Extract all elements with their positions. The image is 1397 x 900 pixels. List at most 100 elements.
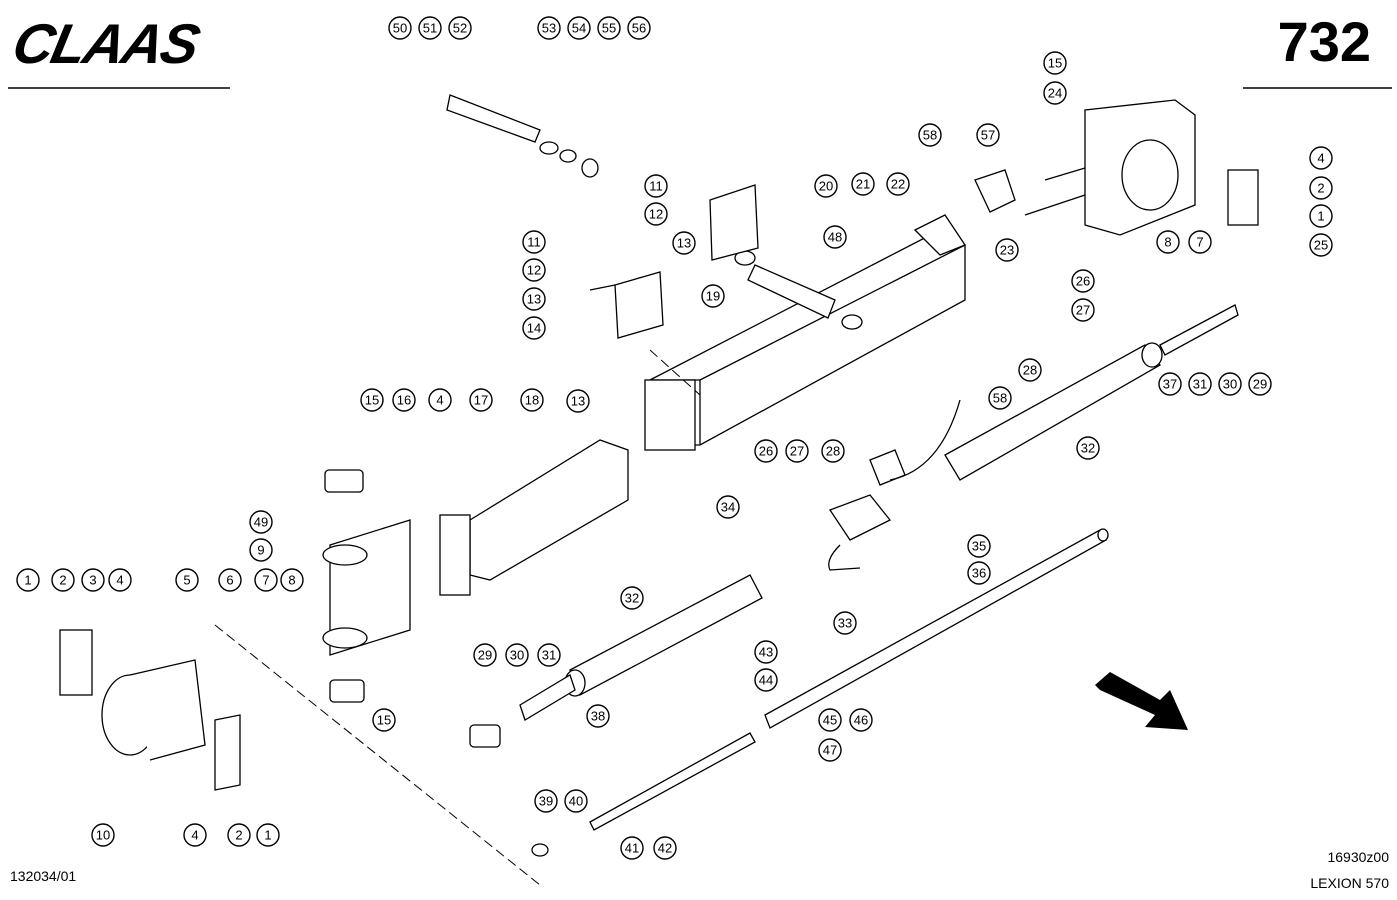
callout-number: 6 [226, 573, 233, 588]
callout-number: 21 [856, 177, 870, 192]
callout-circle [814, 174, 838, 198]
callout-number: 29 [1253, 377, 1267, 392]
callout-27: 27 [785, 439, 809, 463]
callout-number: 19 [706, 289, 720, 304]
callout-55: 55 [597, 16, 621, 40]
callout-number: 54 [572, 21, 586, 36]
callout-circle [716, 495, 740, 519]
callout-48: 48 [823, 225, 847, 249]
callout-11: 11 [522, 230, 546, 254]
callout-circle [821, 439, 845, 463]
callout-number: 24 [1048, 86, 1062, 101]
callout-circle [833, 611, 857, 635]
callout-number: 26 [1076, 274, 1090, 289]
tie-rod-46 [764, 528, 1109, 729]
callout-number: 28 [1023, 363, 1037, 378]
callout-56: 56 [627, 16, 651, 40]
callout-7: 7 [254, 568, 278, 592]
callout-number: 15 [365, 393, 379, 408]
callout-circle [644, 174, 668, 198]
callout-6: 6 [218, 568, 242, 592]
callout-number: 12 [527, 263, 541, 278]
callout-25: 25 [1309, 233, 1333, 257]
callout-number: 32 [625, 591, 639, 606]
tie-rod-42 [531, 732, 756, 857]
callout-circle [51, 568, 75, 592]
callout-number: 8 [1164, 235, 1171, 250]
callout-circle [520, 388, 544, 412]
callout-13: 13 [566, 389, 590, 413]
callout-circle [851, 172, 875, 196]
catalog-code: 132034/01 [10, 868, 77, 884]
callout-17: 17 [469, 388, 493, 412]
callout-circle [1071, 269, 1095, 293]
callout-22: 22 [886, 172, 910, 196]
callout-circle [566, 389, 590, 413]
callout-44: 44 [754, 668, 778, 692]
callout-9: 9 [249, 538, 273, 562]
callout-number: 52 [453, 21, 467, 36]
callout-number: 4 [116, 573, 123, 588]
wheel-hub-5 [59, 629, 241, 791]
callout-3: 3 [81, 568, 105, 592]
callout-circle [1188, 230, 1212, 254]
callout-1: 1 [1309, 204, 1333, 228]
callout-number: 51 [423, 21, 437, 36]
callout-13: 13 [672, 231, 696, 255]
callout-circle [976, 123, 1000, 147]
callout-number: 13 [677, 236, 691, 251]
callout-27: 27 [1071, 298, 1095, 322]
callout-circle [1248, 372, 1272, 396]
callout-number: 1 [264, 828, 271, 843]
callout-circle [448, 16, 472, 40]
callout-circle [280, 568, 304, 592]
callout-circle [653, 836, 677, 860]
callout-39: 39 [534, 789, 558, 813]
axle-beam [644, 214, 966, 451]
callout-circle [505, 643, 529, 667]
callout-number: 14 [527, 321, 541, 336]
callout-number: 16 [397, 393, 411, 408]
callout-number: 48 [828, 230, 842, 245]
callout-number: 7 [262, 573, 269, 588]
callout-circle [644, 202, 668, 226]
callout-2: 2 [227, 823, 251, 847]
callout-number: 56 [632, 21, 646, 36]
callout-19: 19 [701, 284, 725, 308]
callout-number: 9 [257, 543, 264, 558]
callout-number: 31 [1193, 377, 1207, 392]
callout-34: 34 [716, 495, 740, 519]
callout-circle [81, 568, 105, 592]
callout-5: 5 [175, 568, 199, 592]
callout-number: 33 [838, 616, 852, 631]
callout-circle [1156, 230, 1180, 254]
callout-number: 53 [542, 21, 556, 36]
callout-number: 2 [1317, 181, 1324, 196]
callout-circle [988, 386, 1012, 410]
callout-23: 23 [995, 238, 1019, 262]
callout-4: 4 [183, 823, 207, 847]
callout-40: 40 [564, 789, 588, 813]
callout-number: 58 [923, 128, 937, 143]
direction-arrow [1095, 672, 1188, 730]
callout-circle [1188, 372, 1212, 396]
callout-38: 38 [586, 704, 610, 728]
callout-number: 28 [826, 444, 840, 459]
callout-18: 18 [520, 388, 544, 412]
callout-15: 15 [1043, 51, 1067, 75]
callout-number: 17 [474, 393, 488, 408]
callout-circle [1309, 146, 1333, 170]
callout-number: 4 [436, 393, 443, 408]
model-name: LEXION 570 [1310, 875, 1389, 891]
callout-number: 35 [972, 539, 986, 554]
callout-number: 44 [759, 673, 773, 688]
callout-number: 5 [183, 573, 190, 588]
callout-circle [534, 789, 558, 813]
callout-circle [567, 16, 591, 40]
callout-circle [1043, 81, 1067, 105]
hydraulic-cylinder-32-upper [944, 304, 1239, 481]
callout-58: 58 [988, 386, 1012, 410]
callout-28: 28 [1018, 358, 1042, 382]
callout-46: 46 [849, 708, 873, 732]
